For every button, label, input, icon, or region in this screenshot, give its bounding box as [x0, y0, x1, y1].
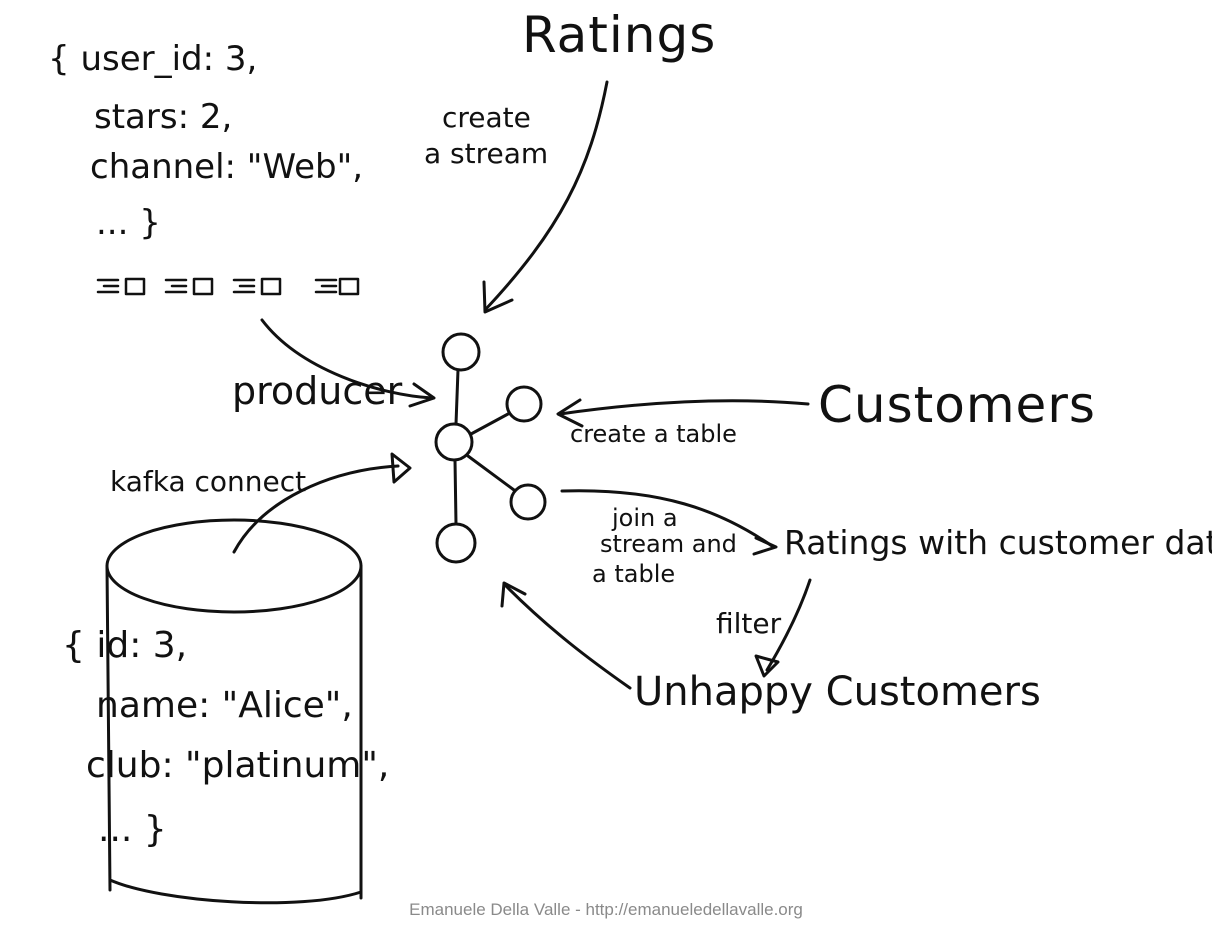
join-label-2: stream and [600, 530, 737, 558]
cluster-edge-right-lower [466, 454, 516, 492]
join-arrow [560, 489, 774, 548]
customer-record-line-2: name: "Alice", [96, 685, 353, 726]
database-body [105, 564, 363, 905]
create-stream-label-1: create [442, 101, 531, 134]
cluster-node-right-upper [505, 385, 543, 423]
join-label-1: join a [612, 504, 678, 532]
filter-label: filter [716, 607, 782, 640]
footer-credit: Emanuele Della Valle - http://emanuelede… [409, 900, 803, 919]
rating-record-line-4: ... } [96, 203, 161, 243]
rating-record-line-3: channel: "Web", [90, 147, 364, 187]
customer-record-line-1: { id: 3, [62, 625, 188, 666]
rating-record-line-2: stars: 2, [94, 97, 233, 137]
cluster-edge-bottom [453, 458, 458, 526]
filter-arrowhead [754, 654, 780, 678]
cluster-node-bottom [435, 522, 477, 564]
create-table-label: create a table [570, 420, 737, 448]
ratings-with-customer-data-label: Ratings with customer data [784, 523, 1212, 562]
producer-arrowhead [408, 382, 436, 408]
unhappy-arrow [504, 584, 632, 690]
customers-arrow [558, 399, 810, 416]
producer-label: producer [232, 369, 403, 413]
message-icons [96, 277, 360, 296]
join-arrowhead [752, 536, 778, 556]
ratings-label: Ratings [522, 6, 717, 64]
cluster-node-center [434, 422, 474, 462]
kafka-connect-arrow [232, 464, 400, 554]
customers-label: Customers [818, 376, 1096, 434]
producer-arrow [260, 318, 434, 400]
cluster-node-right-lower [509, 483, 547, 521]
unhappy-arrowhead [500, 581, 527, 608]
kafka-connect-arrowhead [390, 452, 412, 484]
rating-record-line-1: { user_id: 3, [48, 39, 258, 79]
customer-record-line-4: ... } [98, 809, 167, 850]
ratings-arrowhead [482, 280, 514, 314]
database-top [105, 518, 363, 614]
create-stream-label-2: a stream [424, 137, 549, 170]
cluster-edge-top [454, 368, 460, 426]
cluster-edge-right-upper [469, 412, 510, 436]
ratings-arrow [483, 80, 609, 312]
unhappy-customers-label: Unhappy Customers [634, 669, 1041, 715]
customer-record-line-3: club: "platinum", [86, 745, 390, 786]
join-label-3: a table [592, 560, 676, 588]
kafka-connect-label: kafka connect [110, 465, 307, 498]
customers-arrowhead [556, 398, 584, 428]
cluster-node-top [441, 332, 481, 372]
